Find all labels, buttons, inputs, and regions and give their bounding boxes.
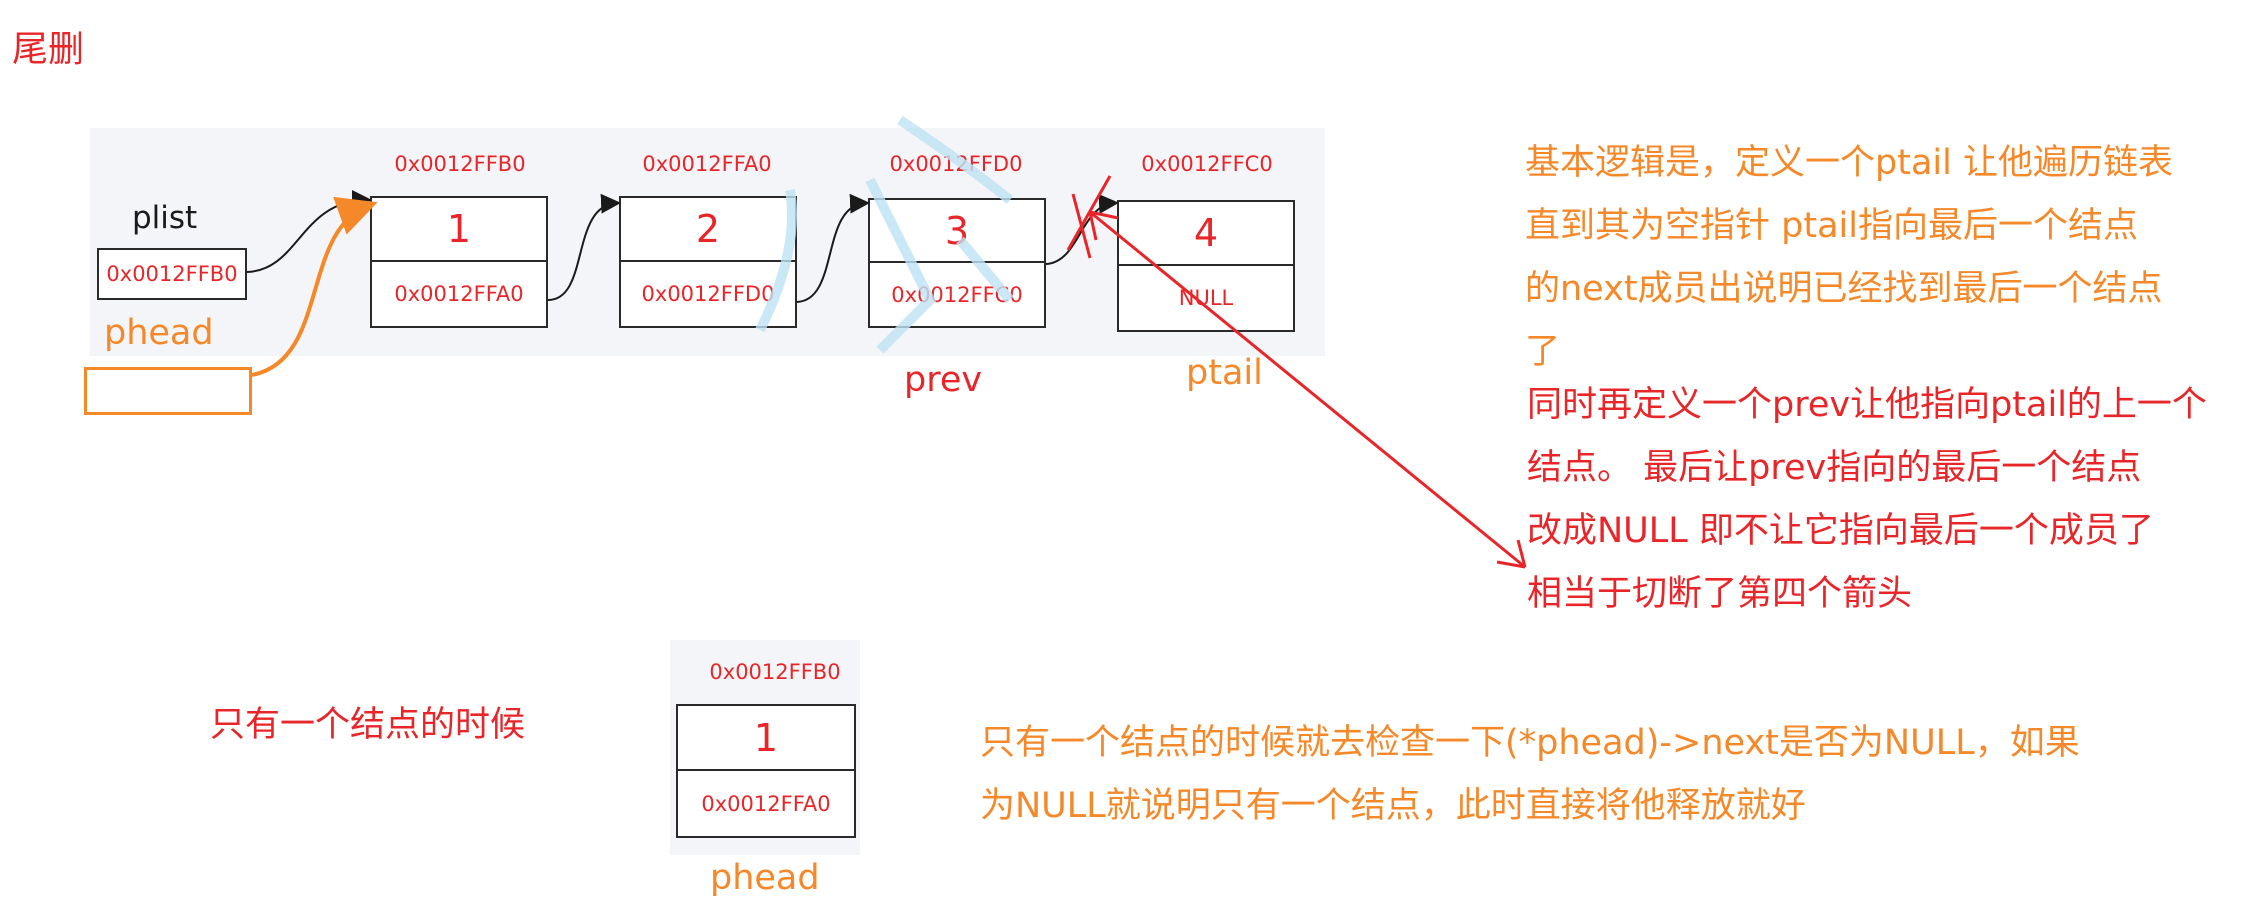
ptail-label: ptail [1186, 353, 1263, 393]
node-address: 0x0012FFC0 [1141, 152, 1273, 176]
node-value: 3 [870, 200, 1044, 263]
node-address: 0x0012FFB0 [709, 660, 841, 684]
list-node: 1 0x0012FFA0 [370, 196, 548, 328]
phead-box [84, 367, 252, 415]
list-node: 4 NULL [1117, 200, 1295, 332]
single-node-explanation: 只有一个结点的时候就去检查一下(*phead)->next是否为NULL，如果 … [980, 712, 2080, 838]
text-line: 相当于切断了第四个箭头 [1527, 574, 1913, 614]
node-arrow [1045, 193, 1119, 265]
plist-arrow [246, 190, 372, 273]
text-line: 为NULL就说明只有一个结点，此时直接将他释放就好 [980, 786, 1806, 826]
node-arrow [796, 193, 870, 303]
node-address: 0x0012FFB0 [394, 152, 526, 176]
phead-label: phead [710, 858, 820, 898]
node-value: 2 [621, 198, 795, 262]
text-line: 基本逻辑是，定义一个ptail 让他遍历链表 [1525, 143, 2173, 183]
cut-cross-icon [1066, 175, 1112, 259]
node-arrow [547, 193, 621, 301]
single-node-heading: 只有一个结点的时候 [210, 705, 526, 745]
list-node: 1 0x0012FFA0 [676, 704, 856, 838]
phead-arrow [251, 196, 378, 377]
node-value: 1 [678, 706, 854, 771]
prev-label: prev [904, 360, 983, 400]
watermark [755, 115, 1014, 354]
text-line: 只有一个结点的时候就去检查一下(*phead)->next是否为NULL，如果 [980, 723, 2080, 763]
node-next: 0x0012FFA0 [701, 791, 831, 816]
node-address: 0x0012FFA0 [642, 152, 772, 176]
node-value: 4 [1119, 202, 1293, 266]
text-line: 同时再定义一个prev让他指向ptail的上一个 [1527, 385, 2207, 425]
explanation-orange: 基本逻辑是，定义一个ptail 让他遍历链表 直到其为空指针 ptail指向最后… [1525, 132, 2173, 384]
text-line: 改成NULL 即不让它指向最后一个成员了 [1527, 511, 2154, 551]
text-line: 结点。 最后让prev指向的最后一个结点 [1527, 448, 2142, 488]
node-next: 0x0012FFD0 [641, 282, 775, 306]
text-line: 了 [1525, 332, 1561, 372]
list-node: 2 0x0012FFD0 [619, 196, 797, 328]
plist-label: plist [132, 200, 198, 236]
text-line: 的next成员出说明已经找到最后一个结点 [1525, 269, 2163, 309]
text-line: 直到其为空指针 ptail指向最后一个结点 [1525, 206, 2138, 246]
node-next: 0x0012FFA0 [394, 282, 524, 306]
page-title: 尾删 [12, 29, 85, 70]
explanation-red: 同时再定义一个prev让他指向ptail的上一个 结点。 最后让prev指向的最… [1527, 374, 2207, 626]
node-value: 1 [372, 198, 546, 262]
phead-label: phead [104, 313, 214, 353]
plist-box: 0x0012FFB0 [97, 248, 247, 300]
